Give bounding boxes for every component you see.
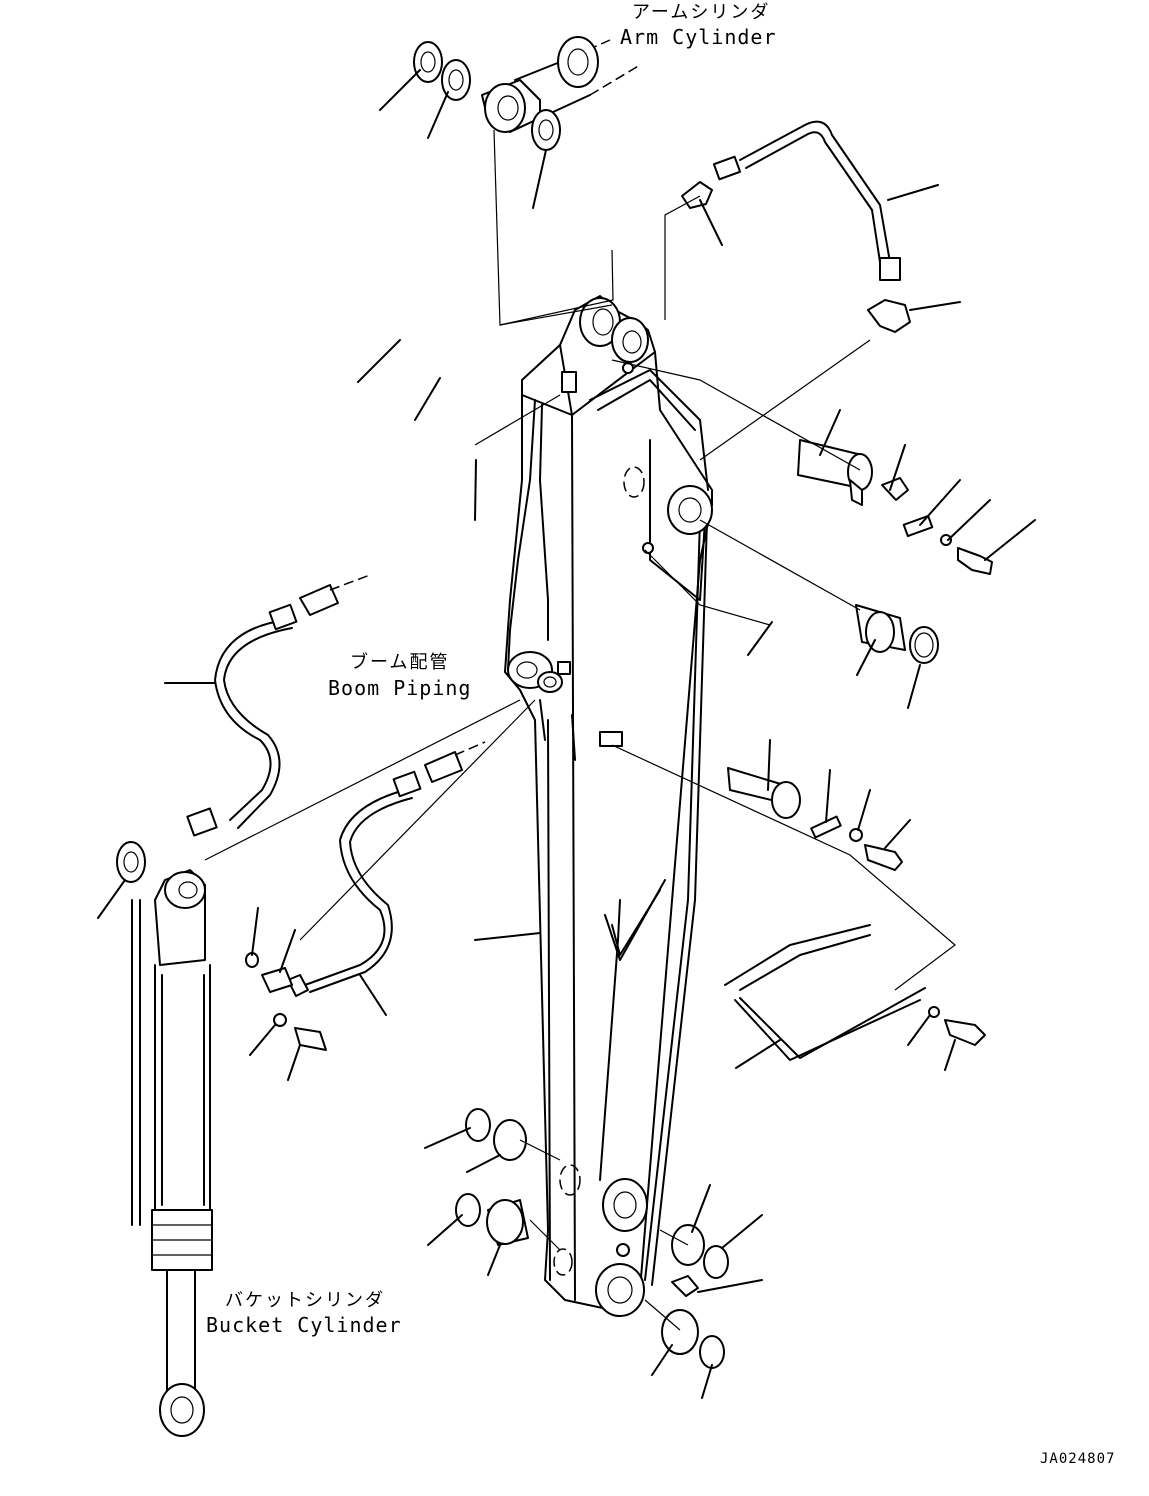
bucket-cylinder	[116, 841, 327, 1437]
top-hose-assembly	[664, 120, 911, 333]
boom-piping-label: Boom Piping	[328, 676, 472, 700]
bucket-cylinder-jp-label: バケットシリンダ	[225, 1290, 385, 1311]
boom-piping-jp-label: ブーム配管	[350, 652, 450, 673]
drawing-code: JA024807	[1040, 1451, 1116, 1467]
arm-cylinder-label: Arm Cylinder	[620, 25, 777, 49]
leader-lines	[97, 69, 1036, 1399]
arm-cylinder-jp-label: アームシリンダ	[632, 2, 771, 23]
bottom-pins	[455, 1108, 729, 1369]
arm-structure	[504, 295, 713, 1317]
right-pins	[474, 339, 993, 1061]
bucket-cylinder-label: Bucket Cylinder	[206, 1313, 402, 1337]
boom-piping-hoses	[186, 574, 536, 997]
arm-cylinder-end	[413, 36, 641, 326]
